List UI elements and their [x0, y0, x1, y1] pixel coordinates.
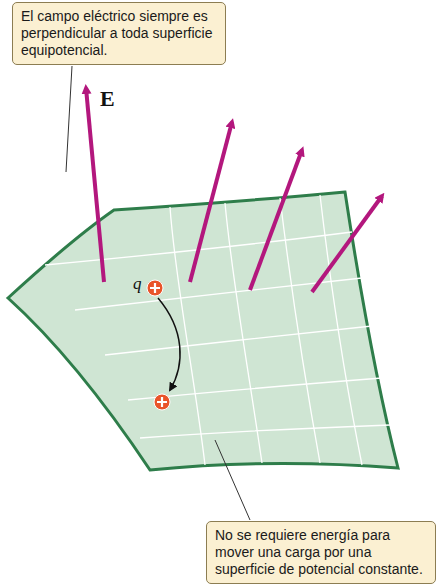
- field-arrows: [86, 88, 382, 292]
- field-label: E: [100, 86, 115, 112]
- move-path-arrow: [158, 298, 180, 390]
- callout-text: No se requiere energía para mover una ca…: [215, 527, 427, 578]
- callout-text: El campo eléctrico siempre es perpendicu…: [21, 8, 217, 59]
- callout-box: El campo eléctrico siempre es perpendicu…: [12, 2, 226, 65]
- leader-line: [66, 66, 72, 172]
- callout-box: No se requiere energía para mover una ca…: [206, 521, 436, 584]
- surface-grid: [45, 195, 390, 465]
- charge-symbol: [154, 394, 170, 410]
- leader-line: [215, 440, 250, 520]
- charge-symbol: [147, 280, 163, 296]
- charge-label: q: [133, 274, 142, 294]
